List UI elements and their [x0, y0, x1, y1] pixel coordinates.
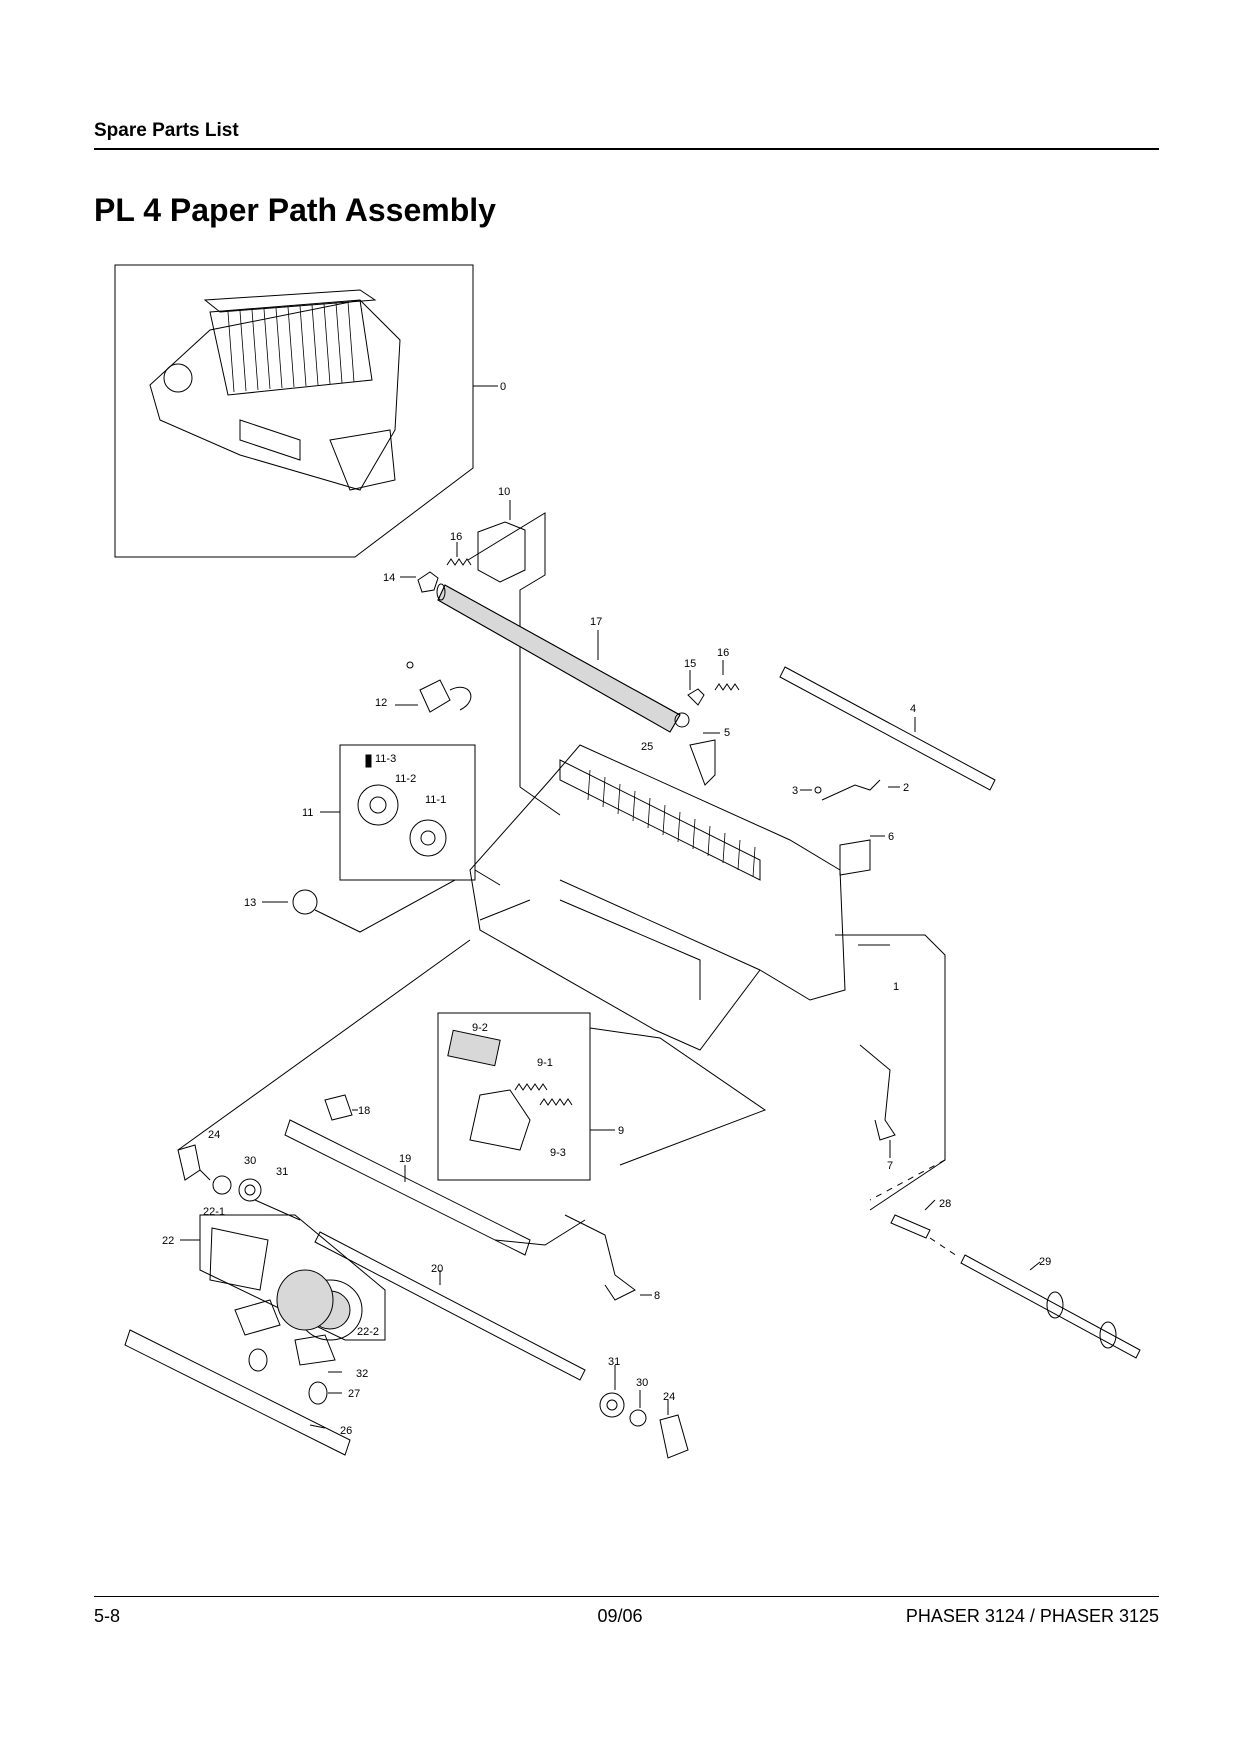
footer-model: PHASER 3124 / PHASER 3125	[905, 1606, 1159, 1626]
part-24-right	[659, 1414, 689, 1459]
part-28	[890, 1214, 931, 1239]
part-19	[284, 1119, 531, 1256]
callout-32: 32	[356, 1368, 368, 1380]
part-30-right	[629, 1409, 647, 1427]
part-32	[234, 1299, 281, 1336]
part-31-left	[238, 1178, 262, 1202]
callout-20: 20	[431, 1263, 443, 1275]
part-14	[417, 571, 439, 593]
footer-rule	[94, 1596, 1159, 1597]
part-31-right	[599, 1392, 625, 1418]
callout-5: 5	[724, 727, 730, 739]
footer-page-number: 5-8	[94, 1606, 121, 1626]
callout-7: 7	[887, 1160, 893, 1172]
callout-25: 25	[641, 741, 653, 753]
part-7	[859, 1044, 896, 1141]
part-24-left	[177, 1144, 201, 1181]
part-17-roller	[436, 583, 681, 733]
part-9-1-spring	[514, 1083, 548, 1091]
assembly-0-illustration	[149, 289, 401, 491]
callout-3: 3	[792, 785, 798, 797]
part-20	[314, 1231, 586, 1381]
part-30-left	[212, 1175, 232, 1195]
callout-2: 2	[903, 782, 909, 794]
callout-22-2: 22-2	[357, 1326, 379, 1338]
callout-24: 24	[663, 1391, 675, 1403]
callout-15: 15	[684, 658, 696, 670]
callout-1: 1	[893, 981, 899, 993]
callout-11-3: 11-3	[375, 753, 396, 765]
part-9-3	[469, 1089, 531, 1151]
page-title: PL 4 Paper Path Assembly	[94, 192, 496, 228]
part-10	[477, 521, 526, 583]
callout-4: 4	[910, 703, 916, 715]
part-4	[779, 666, 996, 791]
callout-16: 16	[717, 647, 729, 659]
callout-29: 29	[1039, 1256, 1051, 1268]
callout-9-1: 9-1	[537, 1057, 553, 1069]
part-2	[821, 779, 881, 801]
part-22-1	[209, 1227, 269, 1291]
part-27	[248, 1348, 268, 1372]
part-11-2-gear	[357, 784, 399, 826]
part-13-gear	[292, 889, 318, 915]
callout-30: 30	[636, 1377, 648, 1389]
part-29-shaft	[960, 1254, 1141, 1359]
part-16-spring	[446, 558, 472, 566]
part-18	[324, 1094, 353, 1121]
callout-31: 31	[276, 1166, 288, 1178]
assembly-11-frame	[339, 744, 476, 881]
callout-9: 9	[618, 1125, 624, 1137]
callout-9-2: 9-2	[472, 1022, 488, 1034]
part-8	[564, 1214, 636, 1301]
part-6	[839, 839, 871, 876]
header-rule	[94, 148, 1159, 150]
header-section-label: Spare Parts List	[94, 120, 239, 141]
part-11-1-gear	[409, 819, 447, 857]
footer-date: 09/06	[597, 1606, 643, 1626]
callout-13: 13	[244, 897, 256, 909]
part-1-main-frame	[469, 744, 846, 1051]
callout-19: 19	[399, 1153, 411, 1165]
callout-22: 22	[162, 1235, 174, 1247]
assembly-22-frame	[199, 1214, 386, 1341]
callout-8: 8	[654, 1290, 660, 1302]
callout-14: 14	[383, 572, 395, 584]
part-25	[674, 712, 690, 728]
callout-24: 24	[208, 1129, 220, 1141]
callout-11-2: 11-2	[395, 773, 416, 785]
callout-31: 31	[608, 1356, 620, 1368]
part-12	[395, 661, 472, 713]
part-26	[124, 1329, 351, 1456]
callout-11-1: 11-1	[425, 794, 446, 806]
callout-28: 28	[939, 1198, 951, 1210]
callout-6: 6	[888, 831, 894, 843]
part-5	[689, 739, 716, 786]
part-16-spring-b	[714, 683, 740, 691]
callout-26: 26	[340, 1425, 352, 1437]
callout-18: 18	[358, 1105, 370, 1117]
assembly-0-frame	[114, 264, 474, 558]
callout-11: 11	[302, 807, 313, 819]
callout-17: 17	[590, 616, 602, 628]
callout-22-1: 22-1	[203, 1206, 225, 1218]
part-15	[687, 688, 705, 706]
callout-16: 16	[450, 531, 462, 543]
callout-12: 12	[375, 697, 387, 709]
part-3	[814, 786, 822, 794]
callout-10: 10	[498, 486, 510, 498]
assembly-9-frame	[437, 1012, 591, 1181]
part-9-2	[447, 1029, 501, 1067]
callout-9-3: 9-3	[550, 1147, 566, 1159]
part-11-3	[365, 754, 372, 768]
part-22-2-roller	[276, 1269, 334, 1331]
callout-0: 0	[500, 381, 506, 393]
callout-30: 30	[244, 1155, 256, 1167]
callout-27: 27	[348, 1388, 360, 1400]
